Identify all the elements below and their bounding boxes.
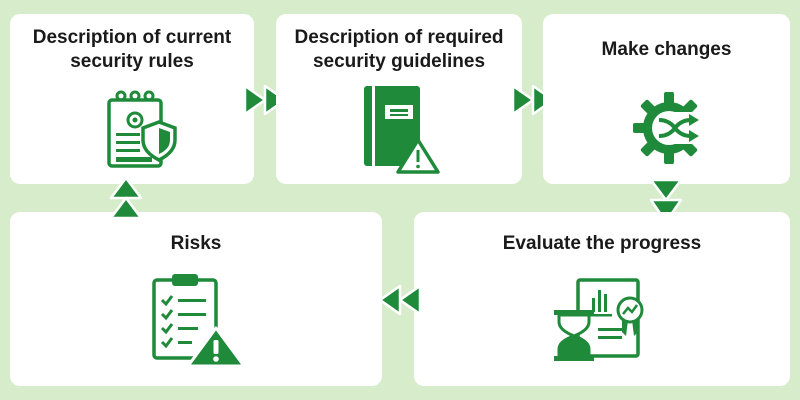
step-title-line: Description of current bbox=[32, 27, 232, 48]
step-title-line: Risks bbox=[170, 233, 222, 254]
arrow-right-icon bbox=[243, 84, 291, 116]
step-title-line: security guidelines bbox=[312, 51, 486, 72]
step-title-line: security rules bbox=[70, 51, 194, 72]
step-title: Description of required security guideli… bbox=[276, 26, 522, 74]
arrow-down-icon bbox=[648, 176, 684, 228]
step-title: Risks bbox=[10, 232, 382, 256]
step-title-line: Evaluate the progress bbox=[502, 233, 702, 254]
step-card-current-security-rules: Description of current security rules bbox=[10, 14, 254, 184]
step-title: Evaluate the progress bbox=[414, 232, 790, 256]
step-card-make-changes: Make changes bbox=[543, 14, 790, 184]
step-card-risks: Risks bbox=[10, 212, 382, 386]
step-title: Description of current security rules bbox=[10, 26, 254, 74]
gear-shuffle-icon bbox=[631, 90, 707, 166]
step-card-evaluate-progress: Evaluate the progress bbox=[414, 212, 790, 386]
hourglass-certificate-icon bbox=[550, 270, 654, 370]
security-document-shield-icon bbox=[103, 88, 183, 174]
arrow-left-icon bbox=[374, 284, 422, 316]
arrow-up-icon bbox=[108, 172, 144, 224]
step-title-line: Make changes bbox=[601, 39, 732, 60]
clipboard-checklist-warning-icon bbox=[150, 270, 250, 370]
step-title: Make changes bbox=[543, 38, 790, 62]
step-card-required-security-guidelines: Description of required security guideli… bbox=[276, 14, 522, 184]
step-title-line: Description of required bbox=[294, 27, 504, 48]
guideline-book-warning-icon bbox=[360, 82, 442, 176]
